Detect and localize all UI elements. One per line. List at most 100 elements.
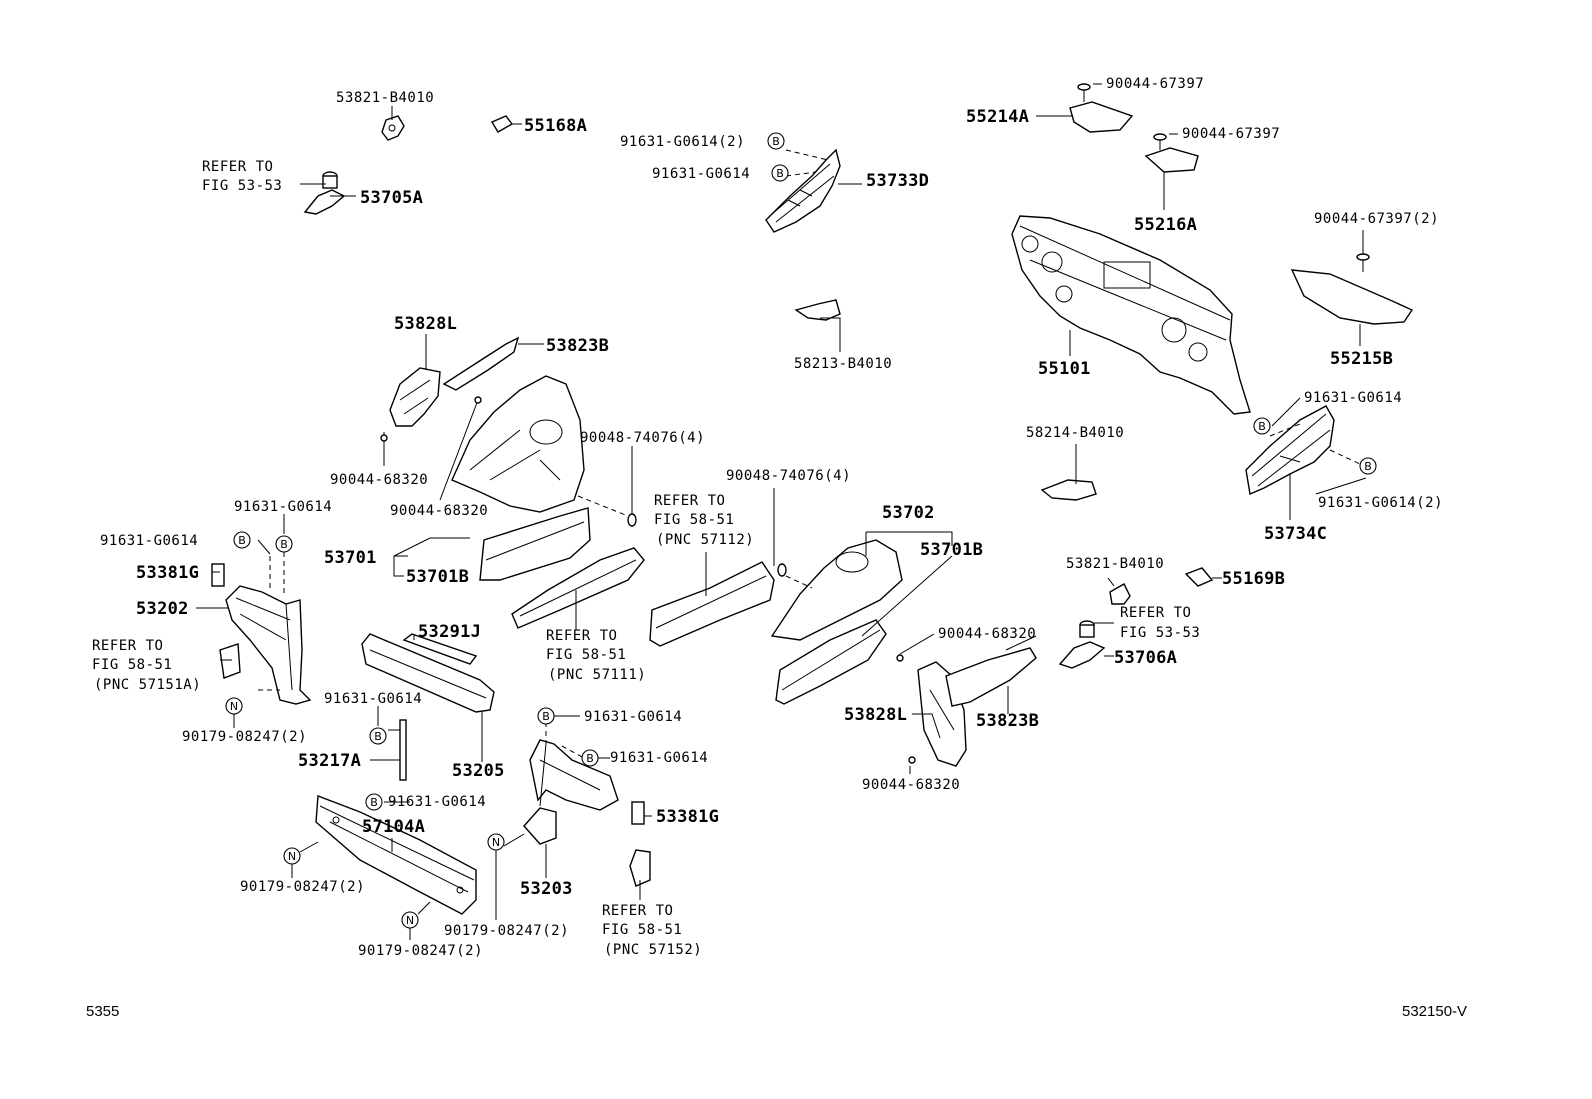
part-number-label: 53705A — [360, 188, 423, 208]
part-number-label: 53828L — [844, 705, 907, 725]
refer-label: REFER TO — [202, 159, 273, 175]
part-number-label: 53821-B4010 — [336, 90, 434, 106]
part-number-label: 58214-B4010 — [1026, 425, 1124, 441]
figure-id: 532150-V — [1402, 1003, 1467, 1020]
part-number-label: 91631-G0614(2) — [1318, 495, 1443, 511]
bolt-marker: B — [1364, 460, 1372, 473]
support-53202 — [211, 563, 312, 705]
page-number: 5355 — [86, 1003, 119, 1020]
part-number-label: 53702 — [882, 503, 935, 523]
panel-53823b-lower — [945, 647, 1037, 707]
plate-55169b — [1184, 567, 1214, 587]
part-number-label: 53828L — [394, 314, 457, 334]
part-number-label: 90048-74076(4) — [580, 430, 705, 446]
part-number-label: 91631-G0614 — [388, 794, 486, 810]
bolt-markers: B B B B B B B B B B — [233, 132, 1377, 811]
housing-53702 — [770, 539, 903, 705]
refer-label: REFER TO — [654, 493, 725, 509]
part-number-label: 53706A — [1114, 648, 1177, 668]
refer-label: REFER TO — [602, 903, 673, 919]
member-53205 — [361, 633, 495, 713]
part-number-label: 55169B — [1222, 569, 1285, 589]
plate-58213 — [794, 299, 841, 321]
part-number-label: 91631-G0614 — [324, 691, 422, 707]
part-number-label: 53823B — [976, 711, 1039, 731]
part-number-label: 55214A — [966, 107, 1029, 127]
part-number-label: 90179-08247(2) — [444, 923, 569, 939]
housing-53701 — [451, 375, 585, 513]
part-number-label: 91631-G0614 — [1304, 390, 1402, 406]
bolt-marker: B — [374, 730, 382, 743]
splash-shield-53828l-upper — [389, 367, 441, 427]
part-number-label: 90044-67397(2) — [1314, 211, 1439, 227]
nut-marker: N — [492, 836, 500, 849]
part-number-label: 53734C — [1264, 524, 1327, 544]
refer-label: FIG 58-51 — [654, 512, 734, 528]
bolt-marker: B — [1258, 420, 1266, 433]
leader-lines — [196, 83, 1367, 940]
bolt-marker: B — [280, 538, 288, 551]
bolt-marker: B — [586, 752, 594, 765]
part-number-label: 53203 — [520, 879, 573, 899]
part-number-label: 53701B — [920, 540, 983, 560]
part-labels: 53821-B4010 55168A REFER TO FIG 53-53 53… — [86, 76, 1467, 1020]
part-number-label: 91631-G0614 — [610, 750, 708, 766]
hinge-53705a — [303, 171, 346, 215]
part-number-label: 90044-67397 — [1106, 76, 1204, 92]
panel-53823b-upper — [442, 336, 520, 391]
part-number-label: 55168A — [524, 116, 587, 136]
refer-label: FIG 53-53 — [1120, 625, 1200, 641]
apron-53734c — [1245, 405, 1335, 495]
cover-55215b — [1290, 253, 1414, 325]
reinforcement-57104a — [315, 795, 477, 915]
part-number-label: 53291J — [418, 622, 481, 642]
part-number-label: 91631-G0614 — [234, 499, 332, 515]
bracket-53821-left — [381, 115, 405, 141]
part-number-label: 90179-08247(2) — [240, 879, 365, 895]
bolt-marker: B — [776, 167, 784, 180]
bolt-marker: B — [772, 135, 780, 148]
refer-label: REFER TO — [1120, 605, 1191, 621]
apron-53733d — [765, 148, 841, 233]
part-number-label: 90044-68320 — [938, 626, 1036, 642]
part-number-label: 53381G — [656, 807, 719, 827]
part-number-label: 90179-08247(2) — [182, 729, 307, 745]
part-number-label: 91631-G0614(2) — [620, 134, 745, 150]
nut-marker: N — [230, 700, 238, 713]
refer-label: FIG 58-51 — [92, 657, 172, 673]
refer-label: REFER TO — [92, 638, 163, 654]
refer-label: (PNC 57151A) — [94, 677, 201, 693]
refer-label: FIG 58-51 — [602, 922, 682, 938]
support-53203 — [523, 739, 645, 845]
refer-label: (PNC 57112) — [656, 532, 754, 548]
bracket-pnc-57152 — [629, 849, 651, 887]
hinge-53706a — [1058, 620, 1106, 669]
part-number-label: 90048-74076(4) — [726, 468, 851, 484]
refer-label: (PNC 57152) — [604, 942, 702, 958]
part-number-label: 57104A — [362, 817, 425, 837]
cover-55216a — [1144, 133, 1199, 173]
part-number-label: 91631-G0614 — [100, 533, 198, 549]
rail-53701b-upper — [479, 507, 645, 629]
part-number-label: 53733D — [866, 171, 929, 191]
nut-marker: N — [288, 850, 296, 863]
part-number-label: 55216A — [1134, 215, 1197, 235]
part-number-label: 53823B — [546, 336, 609, 356]
refer-label: (PNC 57111) — [548, 667, 646, 683]
part-number-label: 90044-68320 — [390, 503, 488, 519]
member-53291j — [402, 633, 478, 665]
clips — [380, 396, 916, 764]
part-number-label: 53217A — [298, 751, 361, 771]
plate-58214 — [1040, 479, 1097, 501]
nut-markers: N N N N — [225, 697, 505, 929]
part-number-label: 90044-67397 — [1182, 126, 1280, 142]
part-number-label: 53202 — [136, 599, 189, 619]
part-number-label: 91631-G0614 — [584, 709, 682, 725]
part-number-label: 53205 — [452, 761, 505, 781]
bracket-53821-right — [1109, 583, 1131, 605]
part-number-label: 90179-08247(2) — [358, 943, 483, 959]
bolt-marker: B — [542, 710, 550, 723]
part-number-label: 91631-G0614 — [652, 166, 750, 182]
refer-label: FIG 53-53 — [202, 178, 282, 194]
